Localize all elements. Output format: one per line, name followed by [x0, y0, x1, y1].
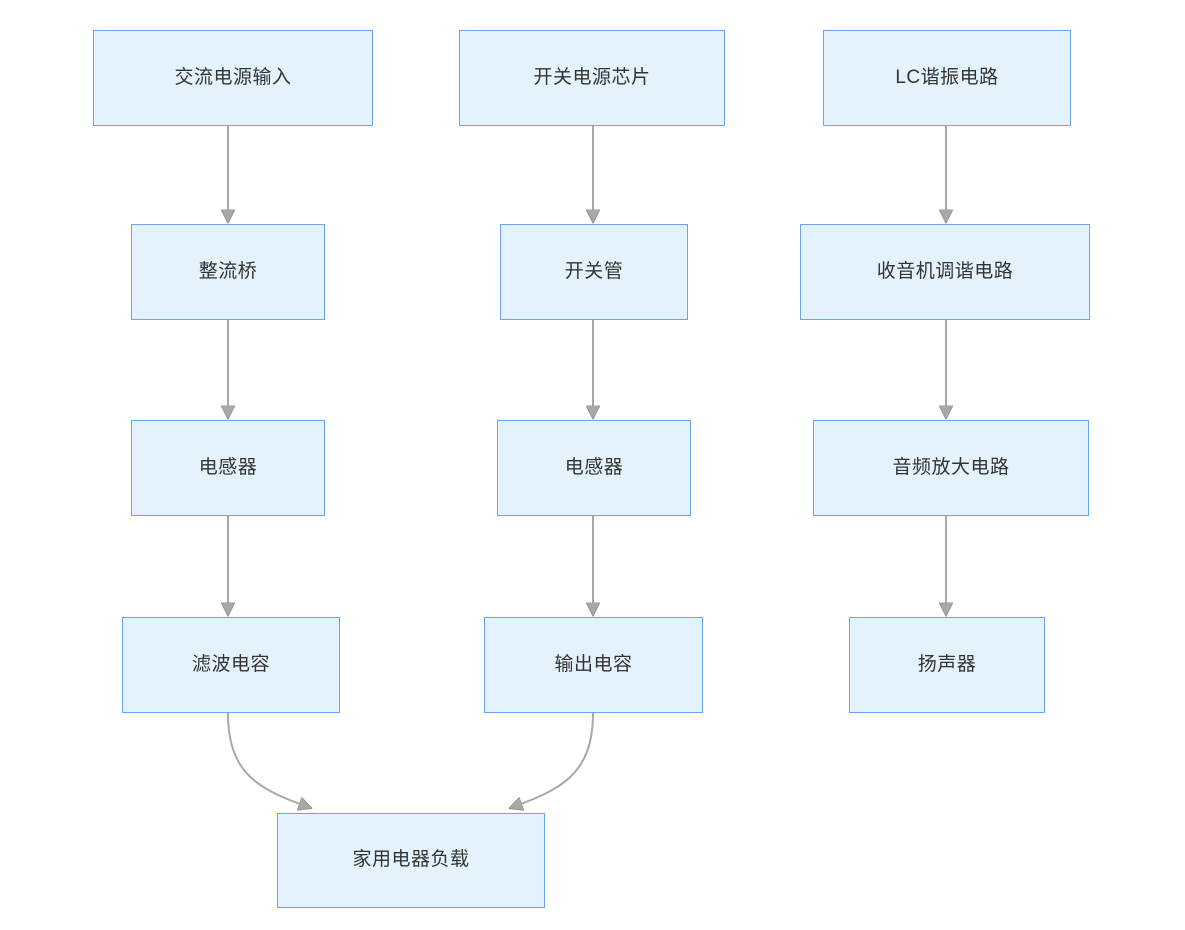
- node-ac-power-input[interactable]: 交流电源输入: [93, 30, 373, 126]
- node-filter-capacitor[interactable]: 滤波电容: [122, 617, 340, 713]
- node-output-capacitor[interactable]: 输出电容: [484, 617, 703, 713]
- node-lc-resonant-circuit[interactable]: LC谐振电路: [823, 30, 1071, 126]
- node-switching-power-chip[interactable]: 开关电源芯片: [459, 30, 725, 126]
- node-speaker[interactable]: 扬声器: [849, 617, 1045, 713]
- node-radio-tuning-circuit[interactable]: 收音机调谐电路: [800, 224, 1090, 320]
- node-household-appliance-load[interactable]: 家用电器负载: [277, 813, 545, 908]
- node-inductor-2[interactable]: 电感器: [497, 420, 691, 516]
- node-inductor-1[interactable]: 电感器: [131, 420, 325, 516]
- node-switch-tube[interactable]: 开关管: [500, 224, 688, 320]
- node-rectifier-bridge[interactable]: 整流桥: [131, 224, 325, 320]
- edge-n8-n13: [510, 712, 594, 808]
- node-audio-amplifier[interactable]: 音频放大电路: [813, 420, 1089, 516]
- edge-n4-n13: [227, 712, 311, 808]
